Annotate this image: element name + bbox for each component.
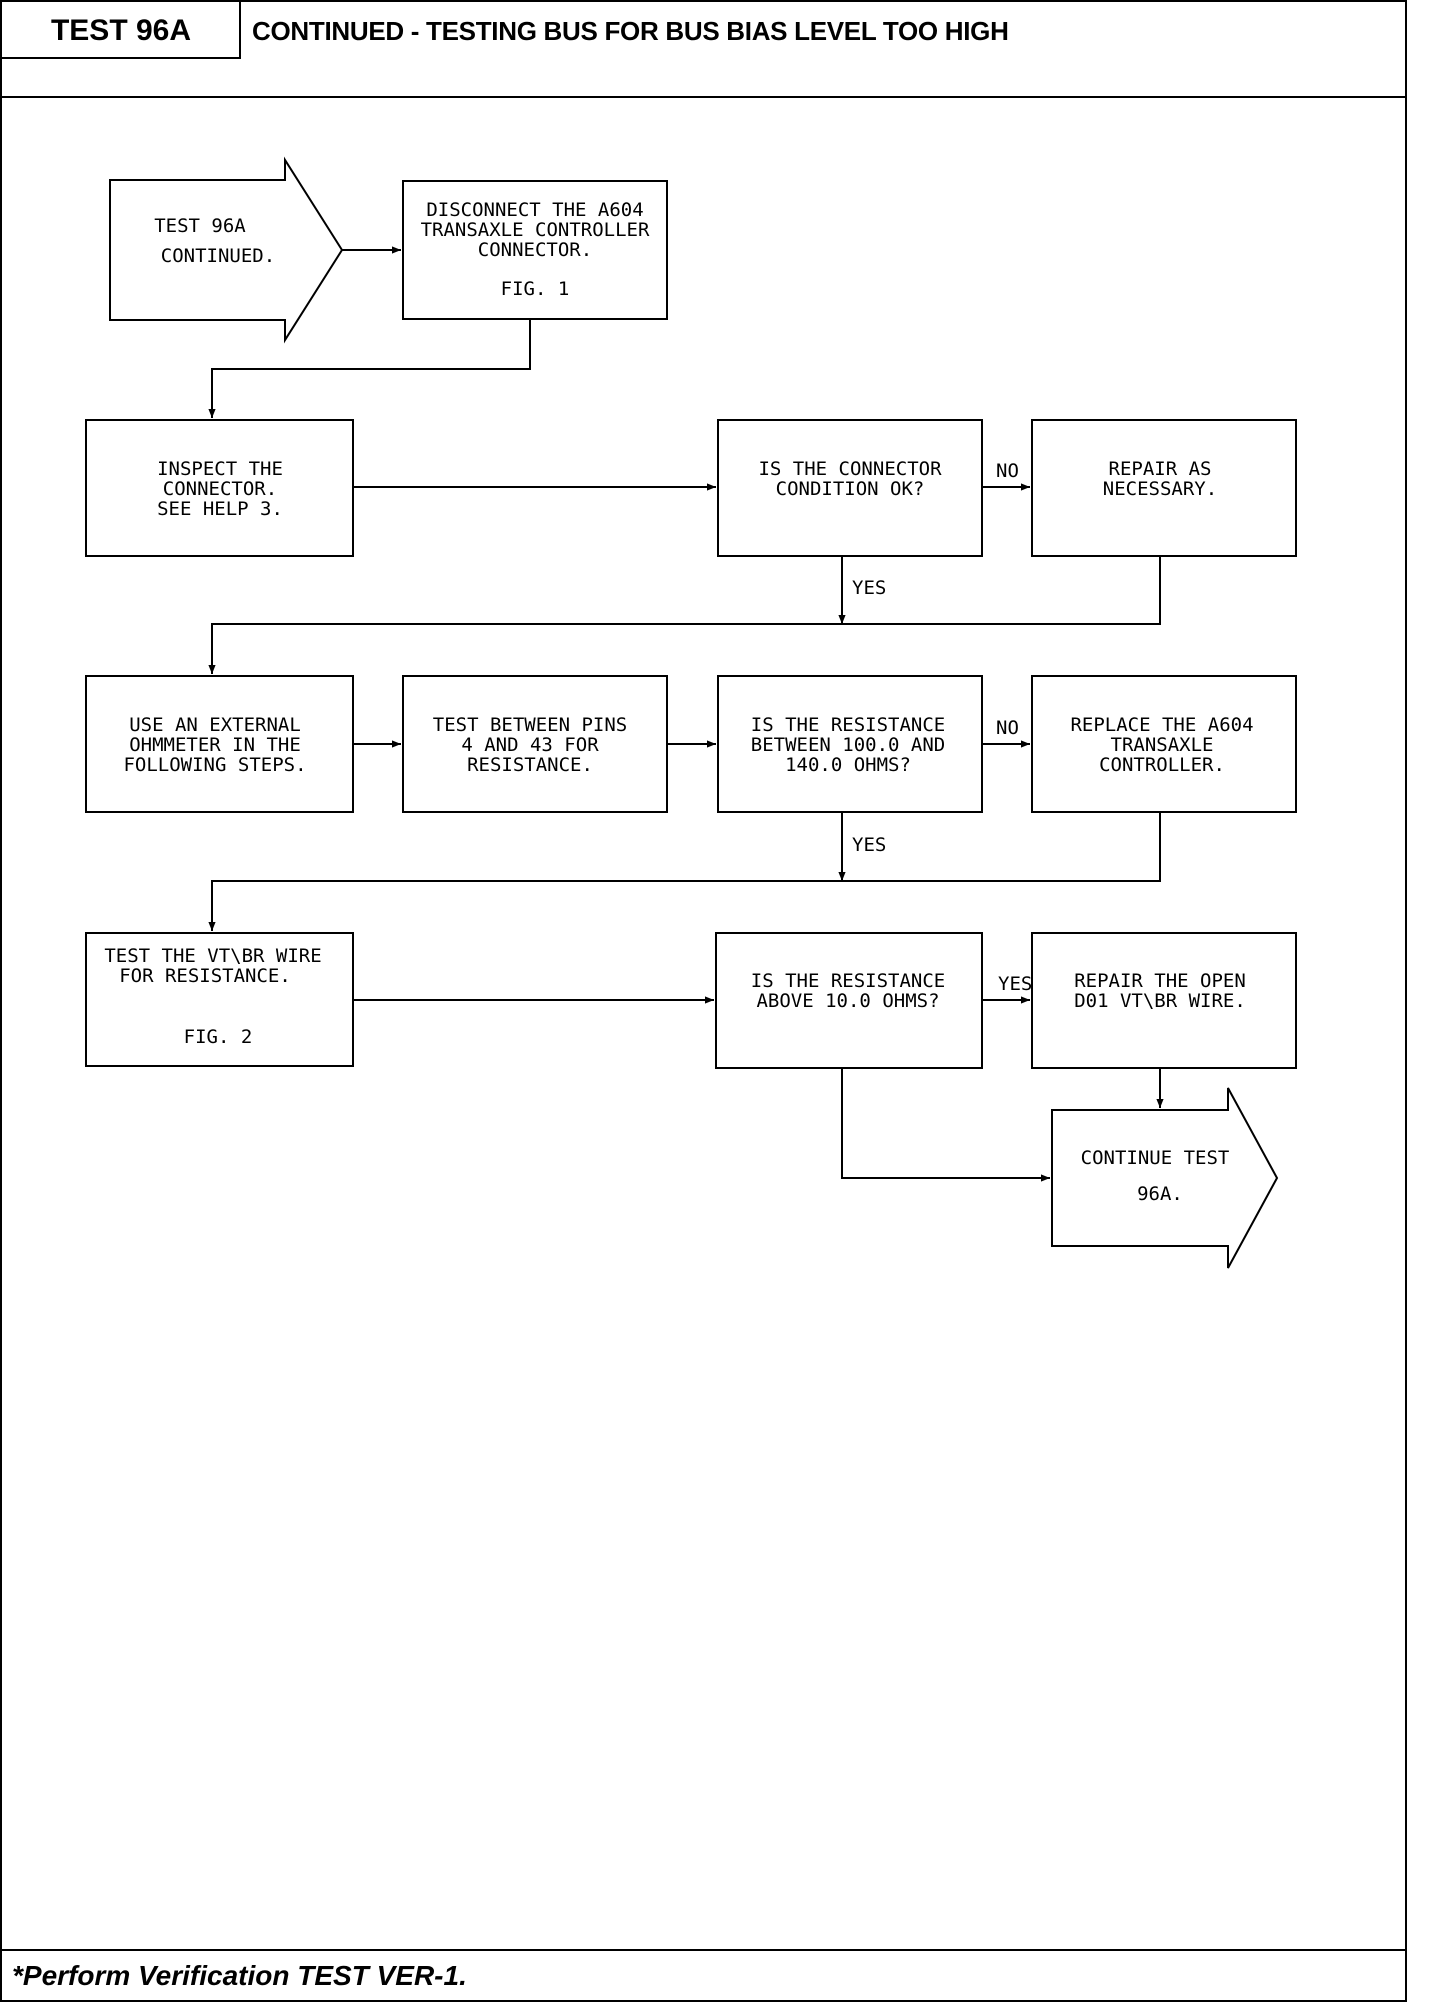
use-ohmmeter-box — [85, 675, 354, 813]
continue-arrow-shape — [1051, 1087, 1279, 1269]
inspect-text-3: SEE HELP 3. — [157, 498, 283, 520]
start-arrow-shape — [109, 156, 344, 344]
yes-label-2: YES — [852, 834, 886, 856]
repair-open-text-1: REPAIR THE OPEN — [1074, 970, 1246, 992]
start-text-2: CONTINUED. — [161, 245, 275, 267]
replace-controller-box — [1031, 675, 1297, 813]
flow-connectors — [208, 246, 1164, 1182]
resistance-range-text-2: BETWEEN 100.0 AND — [751, 734, 945, 756]
inspect-text-1: INSPECT THE — [157, 458, 283, 480]
start-text-1: TEST 96A — [154, 215, 246, 237]
test-wire-text-1: TEST THE VT\BR WIRE — [104, 945, 321, 967]
connector-question-text-2: CONDITION OK? — [776, 478, 925, 500]
disconnect-box — [402, 180, 668, 320]
disconnect-text-1: DISCONNECT THE A604 — [426, 199, 643, 221]
connector-question-text-1: IS THE CONNECTOR — [758, 458, 942, 480]
test-wire-text-3: FIG. 2 — [184, 1026, 253, 1048]
use-ohmmeter-text-2: OHMMETER IN THE — [129, 734, 301, 756]
inspect-text-2: CONNECTOR. — [163, 478, 277, 500]
repair-open-text-2: D01 VT\BR WIRE. — [1074, 990, 1246, 1012]
resistance-range-text-3: 140.0 OHMS? — [785, 754, 911, 776]
no-label-2: NO — [996, 717, 1019, 739]
continue-text-2: 96A. — [1137, 1183, 1183, 1205]
test-pins-text-1: TEST BETWEEN PINS — [433, 714, 627, 736]
repair-necessary-text-1: REPAIR AS — [1109, 458, 1212, 480]
connector-question-box — [717, 419, 983, 557]
no-label-1: NO — [996, 460, 1019, 482]
resistance-range-text-1: IS THE RESISTANCE — [751, 714, 945, 736]
resistance-above-text-1: IS THE RESISTANCE — [751, 970, 945, 992]
disconnect-text-4: FIG. 1 — [501, 278, 570, 300]
test-pins-box — [402, 675, 668, 813]
use-ohmmeter-text-1: USE AN EXTERNAL — [129, 714, 301, 736]
test-pins-text-2: 4 AND 43 FOR — [461, 734, 599, 756]
test-pins-text-3: RESISTANCE. — [467, 754, 593, 776]
page-title: CONTINUED - TESTING BUS FOR BUS BIAS LEV… — [252, 15, 1009, 46]
repair-open-box — [1031, 932, 1297, 1069]
test-number-label: TEST 96A — [50, 14, 192, 47]
disconnect-text-3: CONNECTOR. — [478, 239, 592, 261]
replace-controller-text-1: REPLACE THE A604 — [1070, 714, 1253, 736]
replace-controller-text-2: TRANSAXLE — [1111, 734, 1214, 756]
continue-text-1: CONTINUE TEST — [1081, 1147, 1230, 1169]
disconnect-text-2: TRANSAXLE CONTROLLER — [421, 219, 650, 241]
resistance-above-text-2: ABOVE 10.0 OHMS? — [756, 990, 939, 1012]
yes-label-3: YES — [998, 973, 1032, 995]
repair-necessary-text-2: NECESSARY. — [1103, 478, 1217, 500]
use-ohmmeter-text-3: FOLLOWING STEPS. — [123, 754, 306, 776]
replace-controller-text-3: CONTROLLER. — [1099, 754, 1225, 776]
test-wire-text-2: FOR RESISTANCE. — [119, 965, 291, 987]
test-wire-box — [85, 932, 354, 1067]
yes-label-1: YES — [852, 577, 886, 599]
inspect-box — [85, 419, 354, 557]
footer-note: *Perform Verification TEST VER-1. — [12, 1960, 467, 1991]
page-frame — [0, 0, 1407, 2002]
repair-necessary-box — [1031, 419, 1297, 557]
